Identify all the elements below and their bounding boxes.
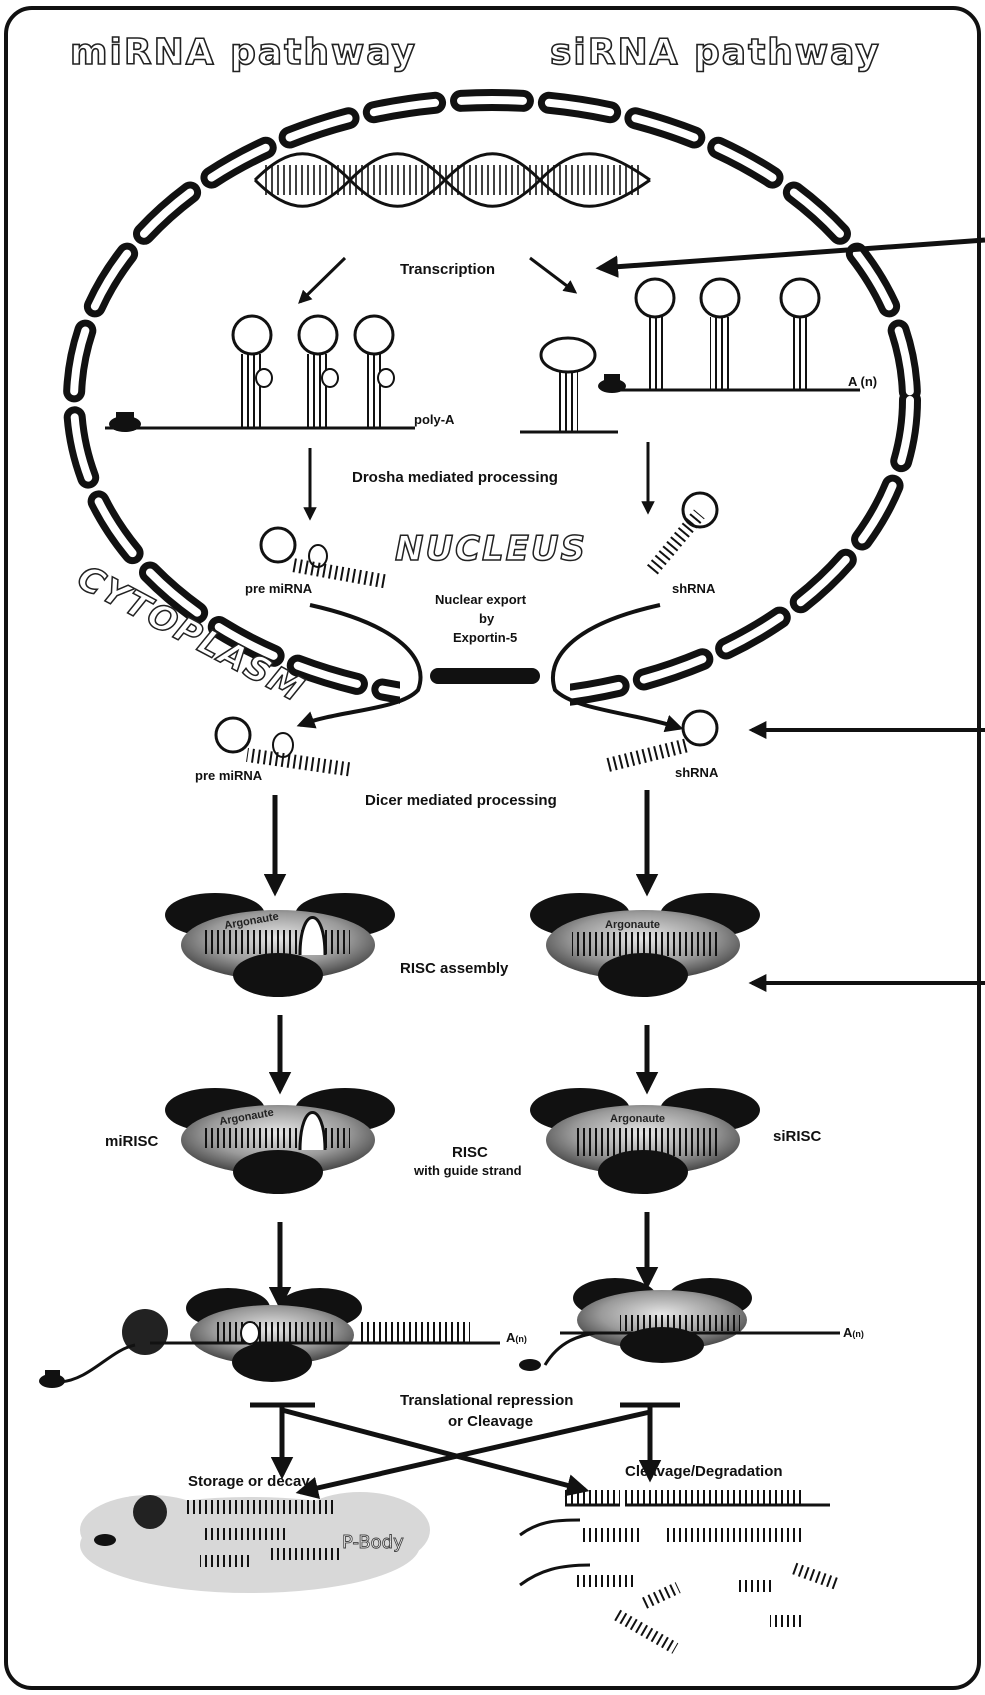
pre-mirna-nucleus-label: pre miRNA xyxy=(245,581,313,596)
mirisc-label: miRISC xyxy=(105,1133,159,1150)
repression-label-1: Translational repression xyxy=(400,1392,573,1409)
a-n-nucleus-label: A (n) xyxy=(848,374,877,389)
guide-strand-label: with guide strand xyxy=(413,1163,522,1178)
export-label-3: Exportin-5 xyxy=(453,630,517,645)
pri-mirna-transcript xyxy=(105,316,415,432)
transcription-label: Transcription xyxy=(400,261,495,278)
mirisc-complex: Argonaute xyxy=(165,1088,395,1194)
poly-a-label: poly-A xyxy=(414,412,455,427)
sirna-pathway-title: siRNA pathway xyxy=(550,32,881,73)
pre-mirna-nucleus-shape xyxy=(261,528,387,588)
pri-sirna-transcript xyxy=(598,279,860,393)
a-n-left-label: A(n) xyxy=(506,1330,527,1345)
shrna-cyto-label: shRNA xyxy=(675,765,719,780)
export-label-2: by xyxy=(479,611,495,626)
risc-assembly-label: RISC assembly xyxy=(400,960,509,977)
shrna-nucleus-shape xyxy=(646,493,717,576)
argonaute-label-2: Argonaute xyxy=(605,919,660,931)
export-label-1: Nuclear export xyxy=(435,592,527,607)
degradation-fragments xyxy=(520,1490,841,1654)
pre-mirna-cyto-label: pre miRNA xyxy=(195,768,263,783)
repression-label-2: or Cleavage xyxy=(448,1413,533,1430)
shrna-cyto-shape xyxy=(605,711,717,772)
risc-complex-left-1: Argonaute xyxy=(165,893,395,997)
page-frame xyxy=(6,8,979,1688)
mirna-target-complex xyxy=(39,1288,500,1388)
sirna-target-complex xyxy=(519,1278,840,1371)
cleavage-label: Cleavage/Degradation xyxy=(625,1463,783,1480)
risc-complex-right-1: Argonaute xyxy=(530,893,760,997)
drosha-label: Drosha mediated processing xyxy=(352,469,558,486)
p-body-label: P-Body xyxy=(342,1532,404,1553)
sirisc-complex: Argonaute xyxy=(530,1088,760,1194)
argonaute-label-4: Argonaute xyxy=(610,1113,665,1125)
dna-helix xyxy=(255,154,650,207)
a-n-right-label: A(n) xyxy=(843,1325,864,1340)
dicer-label: Dicer mediated processing xyxy=(365,792,557,809)
risc-label: RISC xyxy=(452,1144,488,1161)
shrna-nucleus-label: shRNA xyxy=(672,581,716,596)
sirisc-label: siRISC xyxy=(773,1128,822,1145)
mirna-pathway-title: miRNA pathway xyxy=(70,32,417,73)
nucleus-region-label: NUCLEUS xyxy=(395,529,587,569)
storage-label: Storage or decay xyxy=(188,1473,310,1490)
